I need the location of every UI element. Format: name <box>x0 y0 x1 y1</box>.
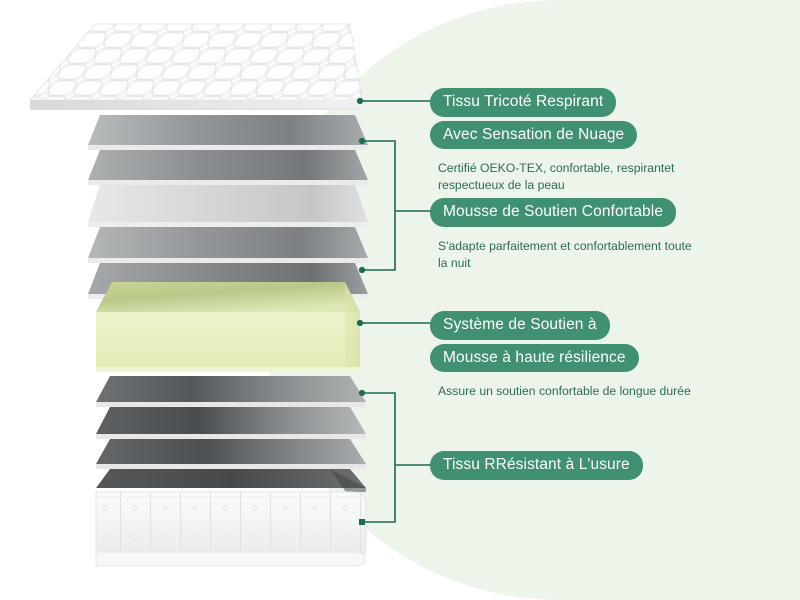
callout-3-description: Assure un soutien confortable de longue … <box>438 384 691 398</box>
layer-high-resilience-foam-block <box>96 282 360 372</box>
layer-foam-sheet-1 <box>88 115 368 150</box>
callout-1-description: Certifié OEKO-TEX, confortable, respiran… <box>438 161 675 193</box>
layer-foam-sheet-9 <box>96 469 366 492</box>
layer-foam-sheet-6 <box>96 376 366 407</box>
layer-pocket-spring-base <box>95 491 367 567</box>
callout-durable-fabric: Tissu RRésistant à L'usure <box>430 451 800 484</box>
layer-quilted-knit-top <box>29 23 363 110</box>
callout-comfort-foam: Mousse de Soutien Confortable S'adapte p… <box>430 198 800 272</box>
layer-foam-sheet-3 <box>88 185 368 227</box>
callout-labels: Tissu Tricoté Respirant Avec Sensation d… <box>430 0 800 600</box>
callout-2-description: S'adapte parfaitement et confortablement… <box>438 238 692 270</box>
callout-2-pill-1: Mousse de Soutien Confortable <box>430 198 677 227</box>
callout-4-pill-1: Tissu RRésistant à L'usure <box>430 451 643 480</box>
layer-foam-sheet-7 <box>96 407 366 439</box>
callout-support-system: Système de Soutien à Mousse à haute rési… <box>430 311 800 400</box>
mattress-illustration <box>29 23 368 567</box>
callout-3-pill-2: Mousse à haute résilience <box>430 343 639 372</box>
layer-foam-sheet-4 <box>88 227 368 263</box>
callout-knit-fabric: Tissu Tricoté Respirant Avec Sensation d… <box>430 88 800 195</box>
callout-1-pill-2: Avec Sensation de Nuage <box>430 120 638 149</box>
callout-1-pill-1: Tissu Tricoté Respirant <box>430 88 617 117</box>
layer-foam-sheet-8 <box>96 439 366 469</box>
callout-3-pill-1: Système de Soutien à <box>430 311 610 340</box>
layer-foam-sheet-2 <box>88 150 368 185</box>
